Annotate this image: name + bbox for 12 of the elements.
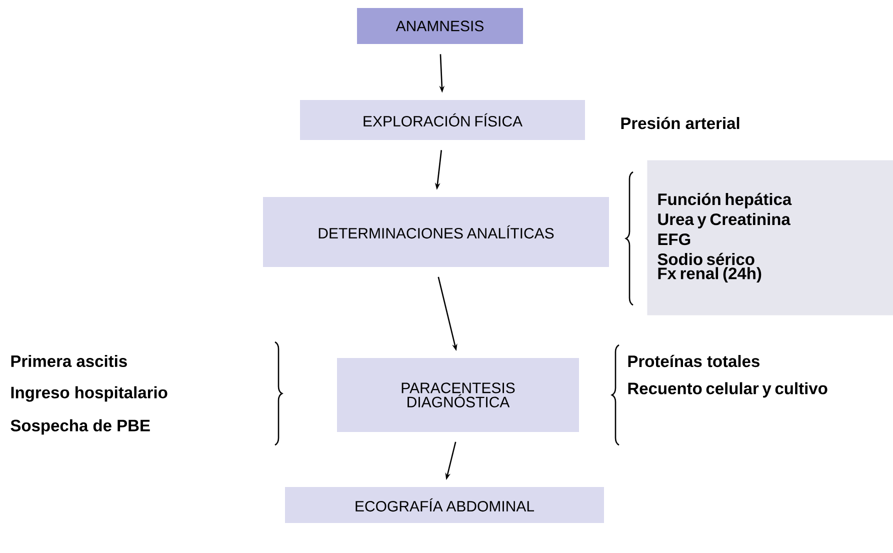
list-item: Ingreso hospitalario xyxy=(11,386,168,402)
side-note: Presión arterial xyxy=(621,116,740,130)
process-box: PARACENTESIS DIAGNÓSTICA xyxy=(337,358,579,432)
list-item: Proteínas totales xyxy=(628,354,760,368)
info-box: Función hepática Urea y Creatinina EFG Sodio sérico Fx renal (24h) xyxy=(647,160,893,316)
process-box: DETERMINACIONES ANALÍTICAS xyxy=(263,197,609,267)
list-item: Primera ascitis xyxy=(11,354,127,368)
list-item: Sospecha de PBE xyxy=(10,419,150,435)
process-box: ANAMNESIS xyxy=(357,8,523,44)
list-item: Recuento celular y cultivo xyxy=(628,382,828,398)
process-box: EXPLORACIÓN FÍSICA xyxy=(300,100,585,140)
process-box: ECOGRAFÍA ABDOMINAL xyxy=(285,487,604,523)
